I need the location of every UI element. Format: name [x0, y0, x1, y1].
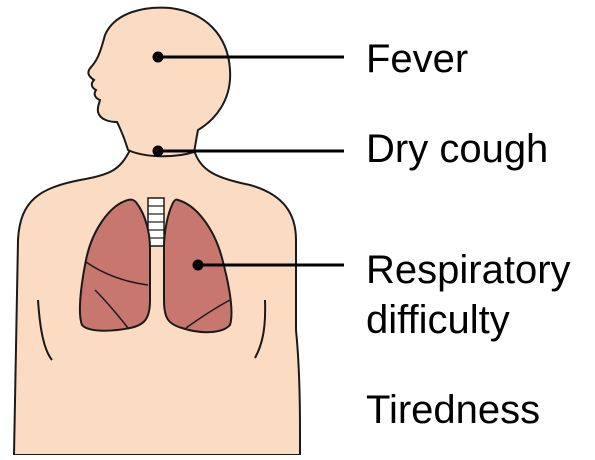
label-tiredness: Tiredness: [366, 388, 540, 432]
label-dry-cough: Dry cough: [366, 127, 548, 171]
label-respiratory-line2: difficulty: [366, 298, 510, 342]
head: [88, 8, 230, 157]
label-respiratory-line1: Respiratory: [366, 248, 571, 292]
label-fever: Fever: [366, 37, 468, 81]
torso: [14, 150, 300, 455]
